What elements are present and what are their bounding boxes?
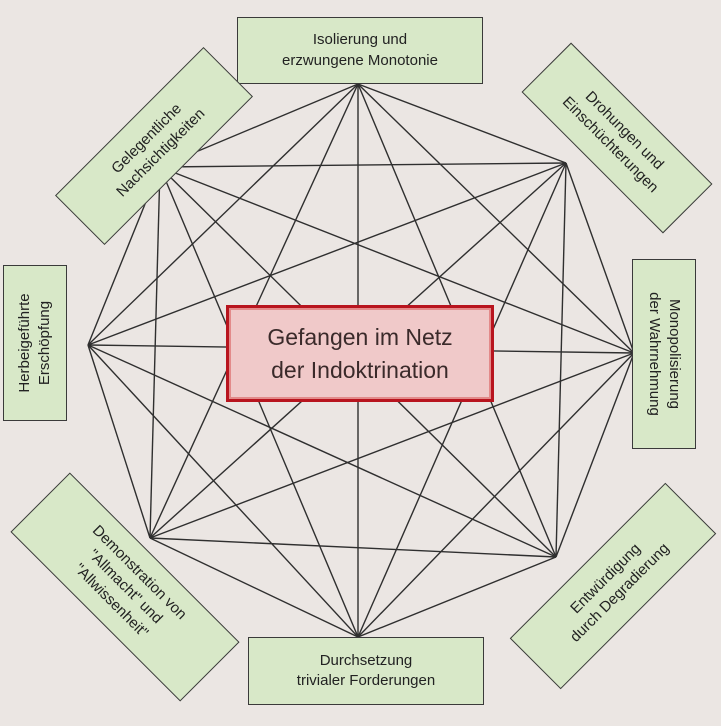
edge-perception-degradation — [555, 352, 635, 558]
edge-threats-perception — [565, 162, 635, 354]
edge-degradation-omnipotence — [149, 537, 557, 558]
node-exhaustion: Herbeigeführte Erschöpfung — [3, 265, 67, 421]
edge-threats-exhaustion — [87, 162, 567, 346]
node-perception: Monopolisierung der Wahrnehmung — [632, 259, 696, 449]
edge-perception-omnipotence — [149, 352, 635, 539]
center-title-line-1: Gefangen im Netz — [267, 324, 453, 351]
center-title-box: Gefangen im Netz der Indoktrination — [226, 305, 494, 402]
edge-threats-degradation — [555, 162, 567, 558]
node-demands-line-1: Durchsetzung — [319, 651, 413, 669]
edge-omnipotence-indulgences — [149, 166, 161, 539]
edge-perception-demands — [357, 352, 635, 638]
edge-isolation-perception — [357, 83, 635, 354]
node-exhaustion-line-2: Erschöpfung — [36, 300, 53, 386]
node-perception-line-1: Monopolisierung — [666, 298, 684, 410]
edge-demands-omnipotence — [149, 537, 359, 638]
node-isolation-line-1: Isolierung und — [312, 31, 408, 49]
edge-degradation-exhaustion — [87, 344, 557, 558]
node-isolation-line-2: erzwungene Monotonie — [282, 51, 438, 69]
edge-omnipotence-exhaustion — [87, 344, 151, 539]
edge-isolation-threats — [357, 83, 567, 164]
center-title-line-2: der Indoktrination — [271, 356, 449, 383]
edge-demands-indulgences — [159, 166, 359, 638]
node-perception-line-2: der Wahrnehmung — [646, 292, 663, 416]
node-demands-line-2: trivialer Forderungen — [296, 672, 436, 689]
edge-isolation-exhaustion — [87, 83, 359, 346]
edge-threats-indulgences — [159, 162, 567, 168]
node-exhaustion-line-1: Herbeigeführte — [15, 293, 33, 393]
edge-demands-exhaustion — [87, 344, 359, 638]
node-isolation: Isolierung und erzwungene Monotonie — [237, 17, 483, 84]
edge-perception-indulgences — [159, 166, 635, 354]
node-demands: Durchsetzung trivialer Forderungen — [248, 637, 484, 705]
edge-degradation-demands — [357, 556, 557, 638]
